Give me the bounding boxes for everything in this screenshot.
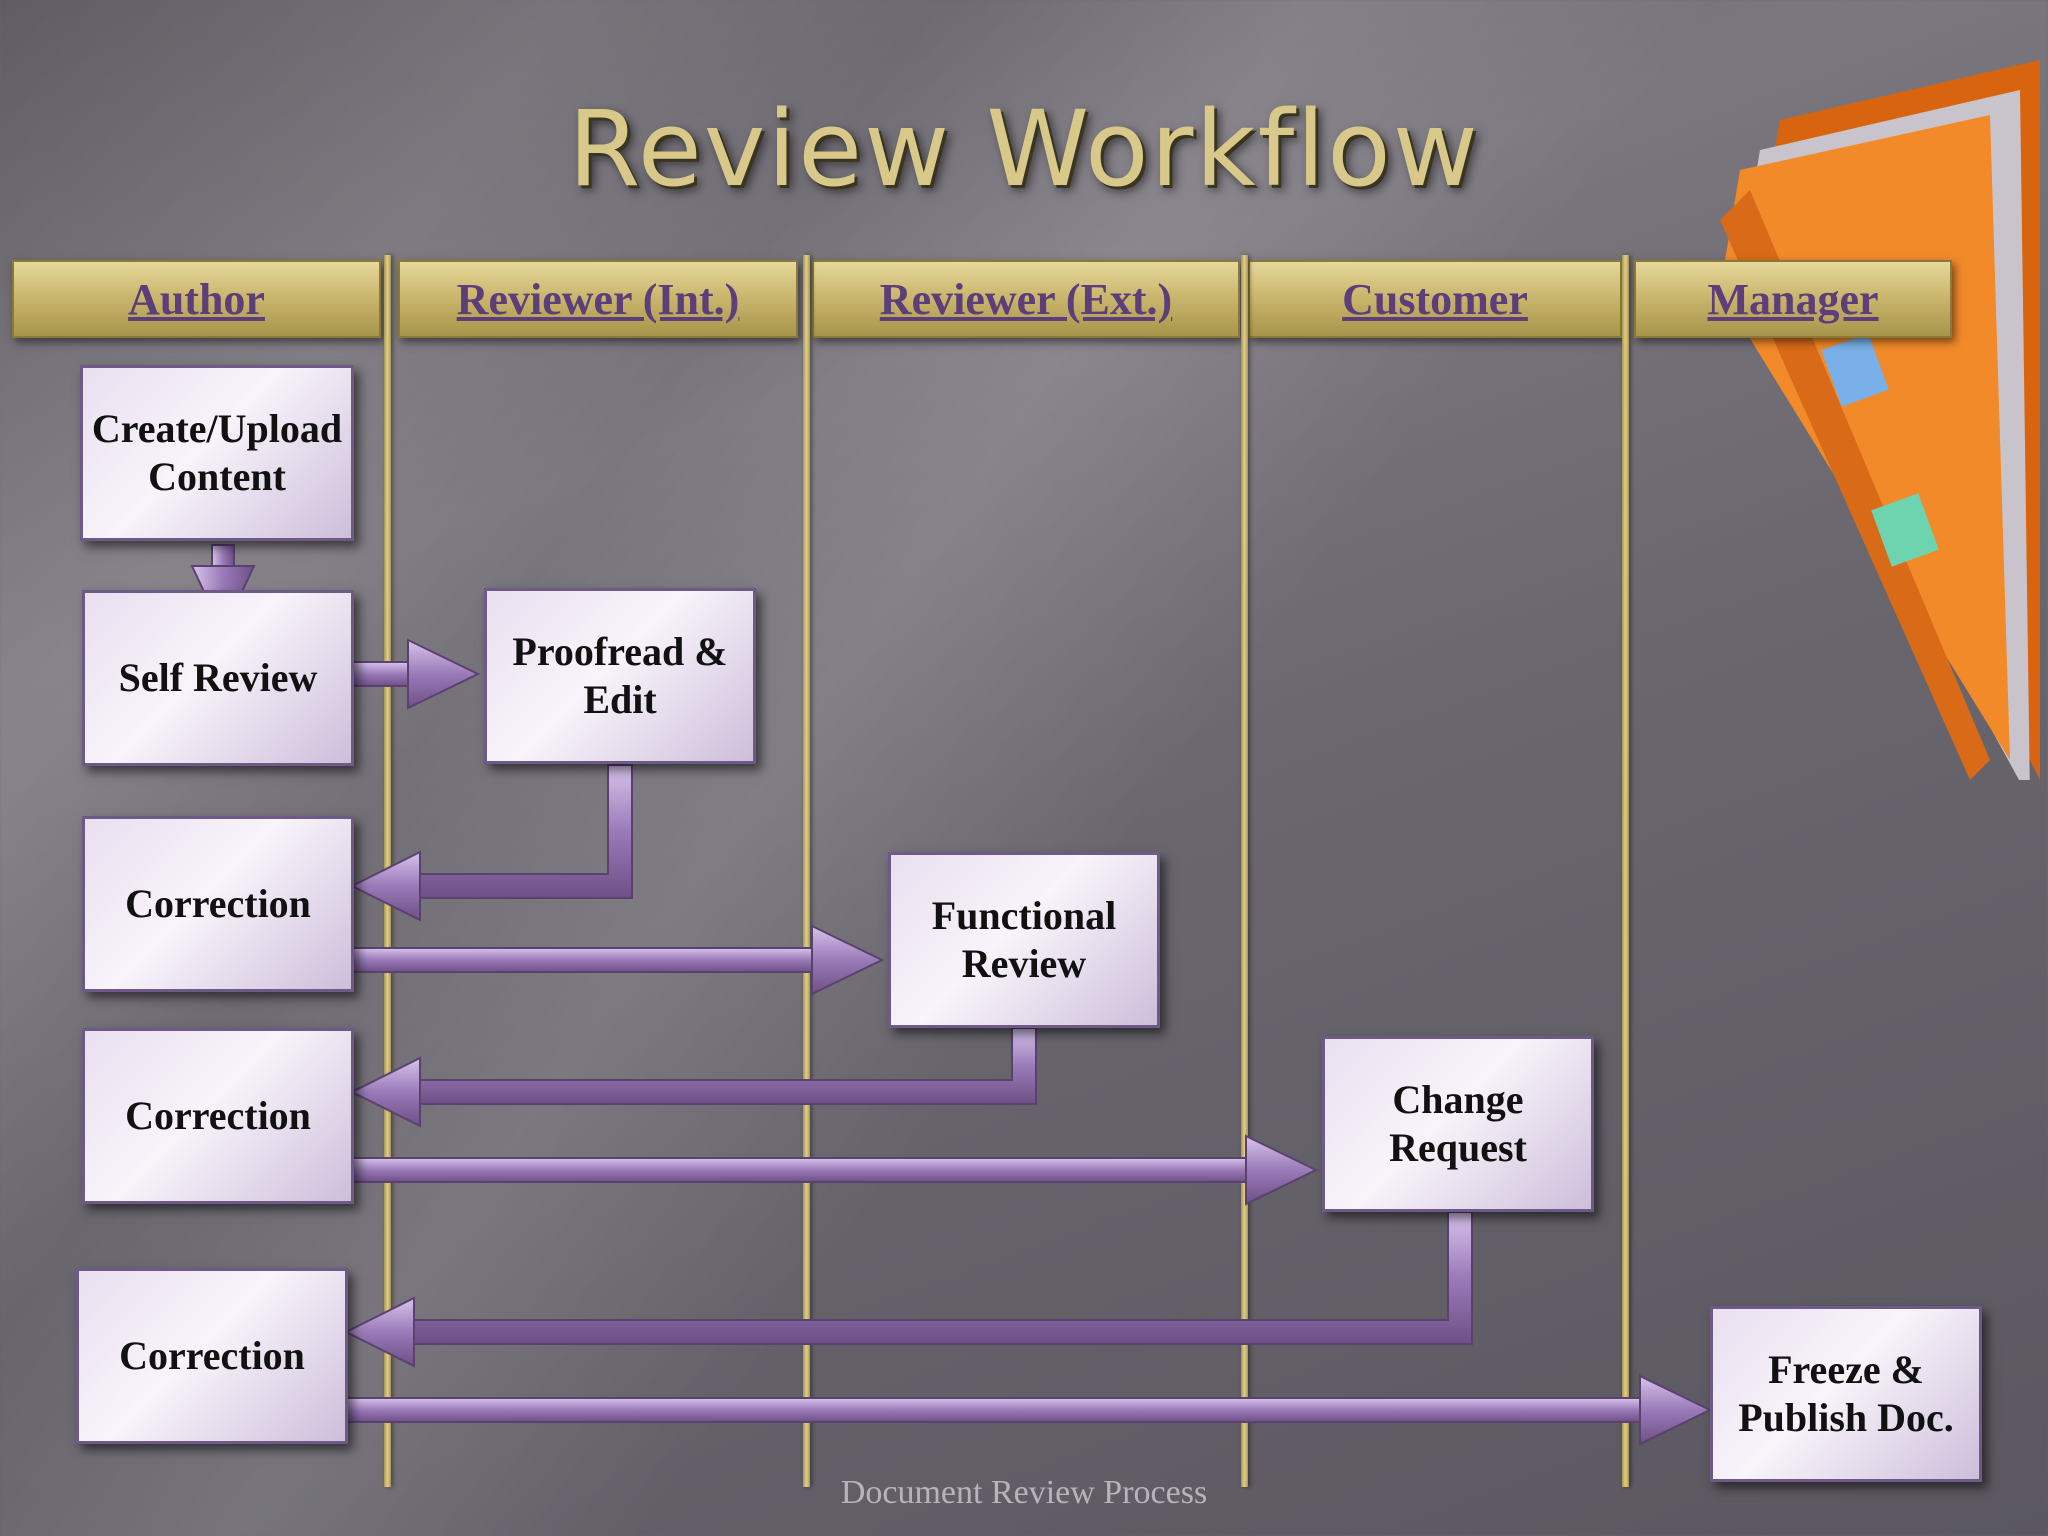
lane-divider-2 [803,255,810,1487]
step-functional-review: Functional Review [888,852,1160,1028]
step-self-review: Self Review [82,590,354,766]
lane-header-reviewer-ext: Reviewer (Ext.) [812,260,1240,338]
lane-divider-3 [1241,255,1248,1487]
lane-header-customer: Customer [1248,260,1622,338]
lane-divider-4 [1622,255,1629,1487]
step-proofread-edit: Proofread & Edit [484,588,756,764]
slide-title: Review Workflow [568,88,1480,210]
step-correction-3: Correction [76,1268,348,1444]
step-create-upload-content: Create/Upload Content [80,365,354,541]
lane-header-manager: Manager [1634,260,1952,338]
arrow-correction-1-to-functional-review [351,924,885,996]
lane-header-reviewer-int: Reviewer (Int.) [398,260,798,338]
lane-header-author: Author [12,260,381,338]
arrow-proofread-to-correction-1 [349,764,633,922]
arrow-correction-2-to-change-request [351,1134,1319,1206]
arrow-self-review-to-proofread [349,638,481,710]
slide-footer: Document Review Process [840,1474,1208,1511]
step-freeze-publish: Freeze & Publish Doc. [1710,1306,1982,1482]
arrow-functional-review-to-correction-2 [349,1027,1037,1128]
arrow-change-request-to-correction-3 [343,1211,1473,1368]
step-correction-1: Correction [82,816,354,992]
step-change-request: Change Request [1322,1036,1594,1212]
step-correction-2: Correction [82,1028,354,1204]
arrow-correction-3-to-freeze-publish [345,1374,1713,1446]
